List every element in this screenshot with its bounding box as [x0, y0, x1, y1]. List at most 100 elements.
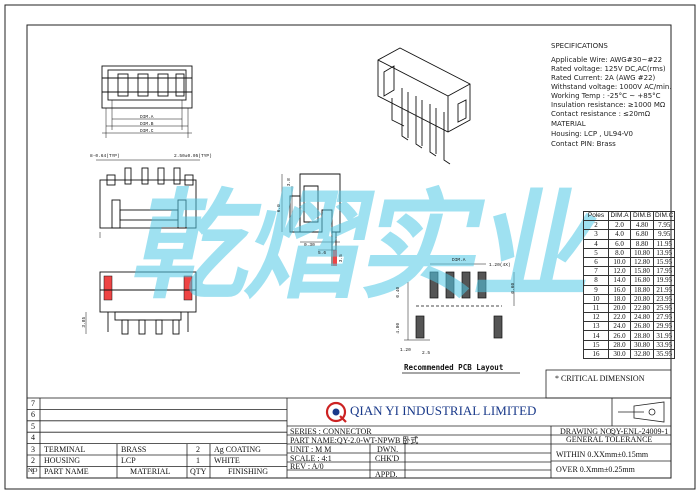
material-brass: BRASS — [121, 445, 147, 454]
table-cell: 23.95 — [652, 293, 676, 304]
table-cell: 14 — [583, 330, 609, 341]
spec-line: Working Temp : -25°C ~ +85°C — [551, 92, 661, 100]
table-cell: 11 — [583, 302, 609, 314]
row-number: 5 — [31, 422, 35, 431]
table-cell: 13 — [583, 321, 609, 332]
dim-pcb-hole: 1.20(4X) — [489, 263, 511, 268]
dim-side-w1: 0.30 — [304, 243, 315, 248]
table-cell: 4 — [583, 238, 609, 249]
row-number: 4 — [31, 433, 35, 442]
spec-title: SPECIFICATIONS — [551, 42, 608, 50]
table-cell: 28.80 — [630, 330, 654, 341]
table-cell: 27.95 — [652, 312, 676, 323]
dim-pitch-left: 8-0.64(TYP) — [90, 154, 120, 159]
dim-pcb-w1: 1.20 — [400, 348, 411, 353]
company-logo — [325, 401, 347, 423]
isometric-view — [377, 47, 471, 165]
table-cell: 31.95 — [652, 330, 676, 341]
dim-side-h1: 6.0 — [276, 204, 282, 213]
side-view — [281, 173, 341, 266]
unit-label: UNIT : M M — [290, 445, 332, 454]
dim-pcb-h1: 0.40 — [396, 286, 402, 298]
table-cell: 24.0 — [608, 321, 631, 332]
table-cell: 16 — [583, 348, 609, 360]
watermark: 乾熠实业 — [123, 177, 609, 315]
part-name-label: PART NAME:QY-2.0-WT-NPWB 卧式 — [290, 436, 419, 445]
table-cell: 20.80 — [630, 293, 654, 304]
row-number: 7 — [31, 399, 35, 408]
projection-symbol — [618, 401, 665, 423]
spec-line: Contact resistance : ≤20mΩ — [551, 110, 651, 118]
header-part-name: PART NAME — [44, 467, 89, 476]
table-cell: 32.80 — [630, 348, 654, 360]
tolerance-within: WITHIN 0.XXmm±0.15mm — [556, 450, 649, 459]
table-header-row: Poles DIM.A DIM.B DIM.C — [583, 210, 676, 222]
top-view — [101, 65, 193, 138]
col-header: Poles — [583, 210, 609, 222]
table-cell: 10.80 — [630, 247, 654, 258]
part-terminal: TERMINAL — [44, 445, 86, 454]
table-cell: 16.80 — [630, 275, 654, 286]
row-number: 2 — [31, 456, 35, 465]
table-cell: 5 — [583, 247, 609, 258]
table-cell: 8 — [583, 275, 609, 286]
pcb-layout-caption: Recommended PCB Layout — [404, 363, 504, 372]
table-cell: 12.0 — [608, 266, 631, 277]
front-view-upper — [96, 159, 200, 238]
spec-line: Rated voltage: 125V DC,AC(rms) — [551, 65, 666, 73]
drawing-no-label: DRAWING NO: — [560, 427, 614, 436]
pcb-layout — [404, 263, 515, 341]
table-cell: 25.95 — [652, 302, 676, 314]
table-cell: 18.0 — [608, 293, 631, 304]
table-cell: 2 — [583, 220, 609, 231]
series-label: SERIES : CONNECTOR — [290, 427, 372, 436]
table-cell: 22.80 — [630, 302, 654, 314]
spec-line: Applicable Wire: AWG#30~#22 — [551, 56, 663, 64]
dim-label-b: DIM.B — [140, 122, 154, 127]
table-cell: 15.80 — [630, 266, 654, 277]
table-cell: 20.0 — [608, 302, 631, 314]
table-cell: 10.0 — [608, 256, 631, 268]
table-cell: 28.0 — [608, 339, 631, 350]
table-cell: 30.0 — [608, 348, 631, 360]
dim-pcb-w2: 2.5 — [422, 351, 431, 356]
table-cell: 8.0 — [608, 247, 631, 258]
col-header: DIM.B — [630, 210, 654, 222]
qty-terminal: 2 — [196, 445, 200, 454]
company-name: QIAN YI INDUSTRIAL LIMITED — [350, 403, 537, 418]
table-cell: 15 — [583, 339, 609, 350]
table-cell: 9.95 — [652, 229, 676, 240]
tolerance-over: OVER 0.Xmm±0.25mm — [556, 465, 635, 474]
table-cell: 13.95 — [652, 247, 676, 258]
table-cell: 17.95 — [652, 266, 676, 277]
header-material: MATERIAL — [130, 467, 171, 476]
table-cell: 8.80 — [630, 238, 654, 249]
drawing-number: QY-ENL-24009-1 — [610, 427, 669, 436]
row-number: 3 — [31, 445, 35, 454]
table-cell: 18.80 — [630, 284, 654, 295]
table-cell: 3 — [583, 229, 609, 240]
table-cell: 24.80 — [630, 312, 654, 323]
table-cell: 6.0 — [608, 238, 631, 249]
general-tolerance-title: GENERAL TOLERANCE — [566, 435, 653, 444]
qty-housing: 1 — [196, 456, 200, 465]
table-cell: 33.95 — [652, 339, 676, 350]
dwn-label: DWN. — [377, 445, 399, 454]
table-cell: 9 — [583, 284, 609, 295]
finishing-terminal: Ag COATING — [214, 445, 261, 454]
dim-side-h2: 3.8 — [286, 178, 292, 187]
table-cell: 11.95 — [652, 238, 676, 249]
housing-material: Housing: LCP , UL94-V0 — [551, 130, 634, 138]
table-cell: 15.95 — [652, 256, 676, 268]
table-cell: 29.95 — [652, 321, 676, 332]
table-cell: 19.95 — [652, 275, 676, 286]
table-cell: 14.0 — [608, 275, 631, 286]
